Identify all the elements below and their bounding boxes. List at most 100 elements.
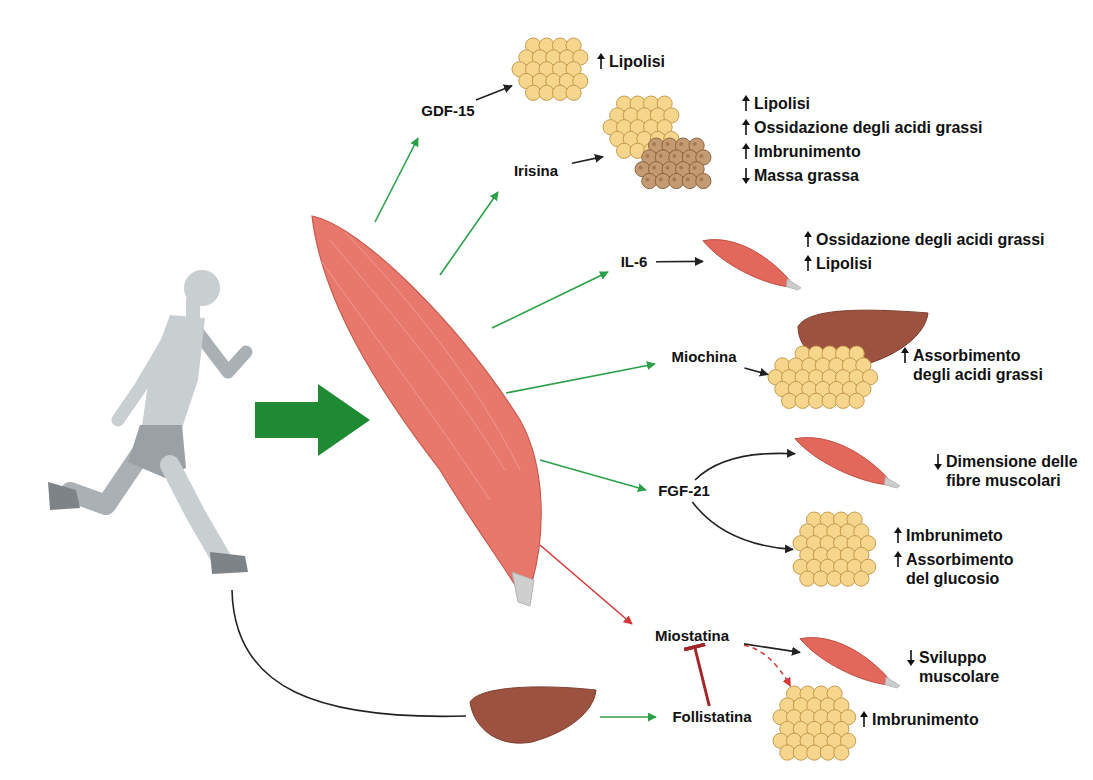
target-tissue: ImbrunimetoAssorbimento del glucosio [793,512,1053,598]
factor-label: GDF-15 [420,100,476,122]
fat-cell-droplet [686,154,690,158]
muscle-tendon [884,477,900,488]
inhibition-connector [695,647,710,706]
white-fat-icon [793,512,876,586]
arrow-head [934,464,942,470]
fat-cell-droplet [693,142,697,146]
fat-cell [795,393,810,408]
decrease-arrow [906,649,916,666]
effect-text: Imbrunimeto [906,526,1026,545]
fat-cell-droplet [652,166,656,170]
skeletal-muscle [312,216,541,606]
fat-cell [526,85,541,100]
runner-far-arm [196,330,246,372]
increase-arrow [741,143,751,160]
increase-arrow [893,551,903,568]
fat-cell [822,393,837,408]
arrow-head [901,347,909,353]
effect-text: Imbrunimento [754,142,861,161]
runner-far-shoe [48,482,80,510]
arrow-head [860,711,868,717]
arrow-head [804,231,812,237]
secretion-arrow [492,272,608,328]
arrow-head [597,53,605,59]
effect-text: Imbrunimento [872,710,979,729]
arrow-head [742,95,750,101]
runner-near-arm [118,330,174,420]
runner-figure [48,270,248,574]
fat-cell-droplet [659,178,663,182]
runner-near-leg [170,465,222,560]
factor-name: Miostatina [640,625,744,647]
fat-cell [827,571,842,586]
effect-text: Sviluppo muscolare [919,648,1014,686]
target-tissue: Ossidazione degli acidi grassiLipolisi [703,228,1083,294]
fat-cell [854,571,869,586]
factor-label: Irisina [500,160,572,182]
fat-cell [617,143,632,158]
secretion-arrow [440,192,498,275]
secretion-arrows [375,138,656,717]
effect-list: ImbrunimetoAssorbimento del glucosio [893,526,1026,593]
target-tissue: Sviluppo muscolare [800,626,1010,690]
fat-cell [655,173,670,188]
target-tissue: LipolisiOssidazione degli acidi grassiIm… [603,92,1053,204]
effect-text: Lipolisi [816,254,872,273]
secretion-arrow [540,460,646,490]
fat-cell [566,85,581,100]
effect-text: Ossidazione degli acidi grassi [754,118,983,137]
arrow-head [804,255,812,261]
brown-fat-icon [635,138,711,189]
muscle-tendon [786,279,801,290]
fat-cell [820,745,835,760]
effect-row: Imbrunimeto [893,526,1026,545]
fat-cell-droplet [666,166,670,170]
liver-organ [470,687,596,743]
effect-text: Assorbimento degli acidi grassi [913,346,1053,384]
arrow-head [742,178,750,184]
muscle-icon [800,638,900,688]
effect-text: Assorbimento del glucosio [906,550,1026,588]
target-tissue: Lipolisi [512,38,702,102]
effect-list: Dimensione delle fibre muscolari [933,452,1086,495]
effect-row: Dimensione delle fibre muscolari [933,452,1086,490]
effect-list: Imbrunimento [859,710,979,734]
factor-label: IL-6 [612,251,656,273]
factor-name: Irisina [500,160,572,182]
white-fat-icon [773,686,856,760]
fat-cell-droplet [672,178,676,182]
effect-text: Ossidazione degli acidi grassi [816,230,1045,249]
increase-arrow [741,119,751,136]
fat-cell-droplet [679,166,683,170]
effect-connector [744,645,790,686]
effect-connector [744,368,768,374]
fat-cell-droplet [686,178,690,182]
target-tissue: Imbrunimento [773,686,1013,766]
factor-name: IL-6 [612,251,656,273]
arrow-head [894,527,902,533]
fat-cell-droplet [693,166,697,170]
secretion-arrow [506,364,655,393]
fat-cell [682,173,697,188]
muscle-icon [795,438,900,488]
fat-cell [840,571,855,586]
increase-arrow [893,527,903,544]
factor-label: Miostatina [640,625,744,647]
tissue-illustration [512,38,702,102]
arrow-head [742,143,750,149]
effect-row: Lipolisi [803,254,1045,273]
effect-row: Assorbimento degli acidi grassi [900,346,1053,384]
fat-cell [809,393,824,408]
increase-arrow [596,53,606,70]
fat-cell [813,571,828,586]
effect-connector [695,453,795,480]
runner-head [184,270,220,306]
fat-cell-droplet [659,154,663,158]
muscle-tendon [885,677,900,688]
runner-liver-line [232,590,466,716]
effect-connector [744,644,800,653]
factor-name: FGF-21 [652,480,716,502]
factor-name: Miochina [662,346,746,368]
fat-cell [642,173,657,188]
effect-row: Ossidazione degli acidi grassi [741,118,983,137]
